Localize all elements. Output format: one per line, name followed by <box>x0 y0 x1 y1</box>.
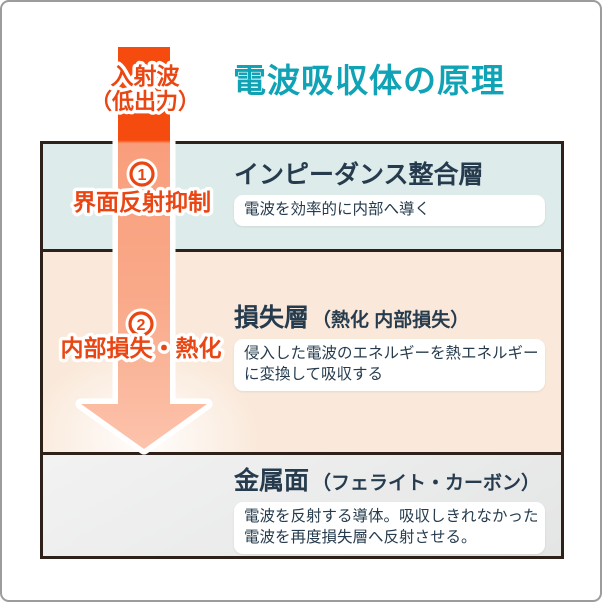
layer-metal-subheading: （フェライト・カーボン） <box>312 473 541 494</box>
layer-loss-description-line2: に変換して吸収する <box>244 365 384 383</box>
layer-impedance-description: 電波を効率的に内部へ導く <box>244 201 431 219</box>
layer-impedance-description-box: 電波を効率的に内部へ導く <box>234 195 545 227</box>
layer-metal-description-box: 電波を反射する導体。吸収しきれなかった 電波を再度損失層へ反射させる。 <box>234 502 545 554</box>
layer-metal-description-line1: 電波を反射する導体。吸収しきれなかった <box>244 508 539 525</box>
layer-metal-content: 金属面 （フェライト・カーボン） 電波を反射する導体。吸収しきれなかった 電波を… <box>234 468 545 554</box>
layer-divider <box>43 249 561 252</box>
layer-loss-subheading: （熱化 内部損失） <box>312 310 470 331</box>
layer-metal-backing: 金属面 （フェライト・カーボン） 電波を反射する導体。吸収しきれなかった 電波を… <box>43 455 561 556</box>
layer-loss: 損失層 （熱化 内部損失） 侵入した電波のエネルギーを熱エネルギー に変換して吸… <box>43 252 561 452</box>
layer-metal-heading: 金属面 <box>234 467 310 495</box>
layer-impedance-content: インピーダンス整合層 電波を効率的に内部へ導く <box>234 161 545 227</box>
layer-impedance-matching: インピーダンス整合層 電波を効率的に内部へ導く <box>43 144 561 249</box>
layer-metal-description-line2: 電波を再度損失層へ反射させる。 <box>244 528 477 546</box>
layer-impedance-heading: インピーダンス整合層 <box>234 161 484 189</box>
layer-loss-description-line1: 侵入した電波のエネルギーを熱エネルギー <box>244 345 539 362</box>
incident-wave-label-line1: 入射波 <box>111 63 181 89</box>
absorber-layers-box: インピーダンス整合層 電波を効率的に内部へ導く 損失層 （熱化 内部損失） <box>40 141 564 559</box>
page-title: 電波吸収体の原理 <box>233 62 505 99</box>
layer-loss-description-box: 侵入した電波のエネルギーを熱エネルギー に変換して吸収する <box>234 339 545 391</box>
layer-divider <box>43 452 561 455</box>
incident-wave-label-line2: （低出力） <box>90 89 200 114</box>
layer-loss-content: 損失層 （熱化 内部損失） 侵入した電波のエネルギーを熱エネルギー に変換して吸… <box>234 305 545 391</box>
layer-loss-heading: 損失層 <box>234 304 310 332</box>
